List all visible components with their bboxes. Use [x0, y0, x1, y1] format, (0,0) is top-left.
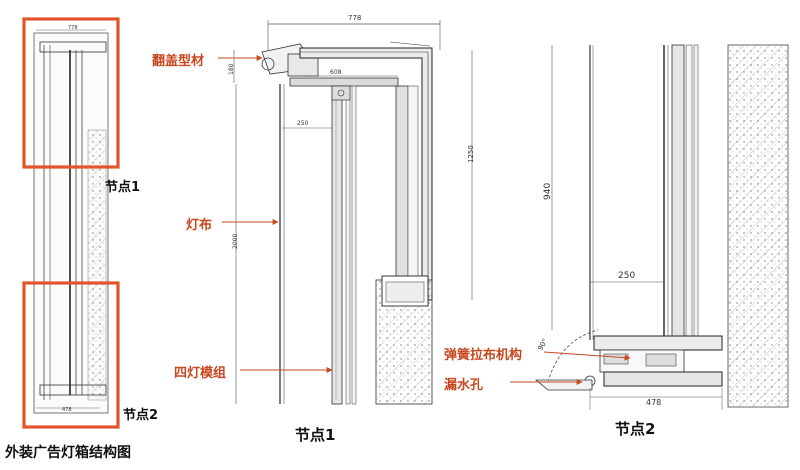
node2-title: 节点2: [615, 420, 656, 438]
node1-drawing: 778 608 180 2000 1250 250: [228, 14, 475, 405]
arrow-spring: [543, 351, 631, 361]
svg-text:2000: 2000: [232, 234, 239, 249]
svg-text:478: 478: [646, 398, 661, 407]
label-spring-mechanism: 弹簧拉布机构: [444, 348, 523, 363]
node1-highlight-box: [22, 17, 120, 169]
svg-text:778: 778: [68, 25, 78, 31]
overview-node2-label: 节点2: [123, 408, 159, 423]
svg-text:940: 940: [543, 183, 553, 200]
node2-highlight-box: [22, 281, 120, 429]
label-drain-hole: 漏水孔: [444, 378, 484, 393]
diagram-caption: 外装广告灯箱结构图: [5, 445, 131, 461]
svg-text:180: 180: [228, 63, 235, 75]
overview-node1-label: 节点1: [105, 180, 141, 195]
node2-drawing: 940 250 90° 478: [534, 44, 789, 410]
svg-text:778: 778: [348, 14, 361, 22]
label-four-lamp: 四灯模组: [174, 366, 227, 381]
overview-drawing: 778 478: [22, 17, 120, 429]
svg-text:250: 250: [297, 120, 309, 127]
svg-text:1250: 1250: [467, 145, 475, 163]
label-flip-cover: 翻盖型材: [152, 54, 205, 69]
svg-text:250: 250: [618, 271, 635, 281]
node1-title: 节点1: [295, 426, 336, 444]
svg-text:90°: 90°: [536, 337, 549, 352]
svg-text:608: 608: [330, 69, 342, 76]
leader-arrows: [218, 55, 631, 385]
label-light-cloth: 灯布: [186, 218, 213, 233]
svg-text:478: 478: [62, 407, 72, 413]
